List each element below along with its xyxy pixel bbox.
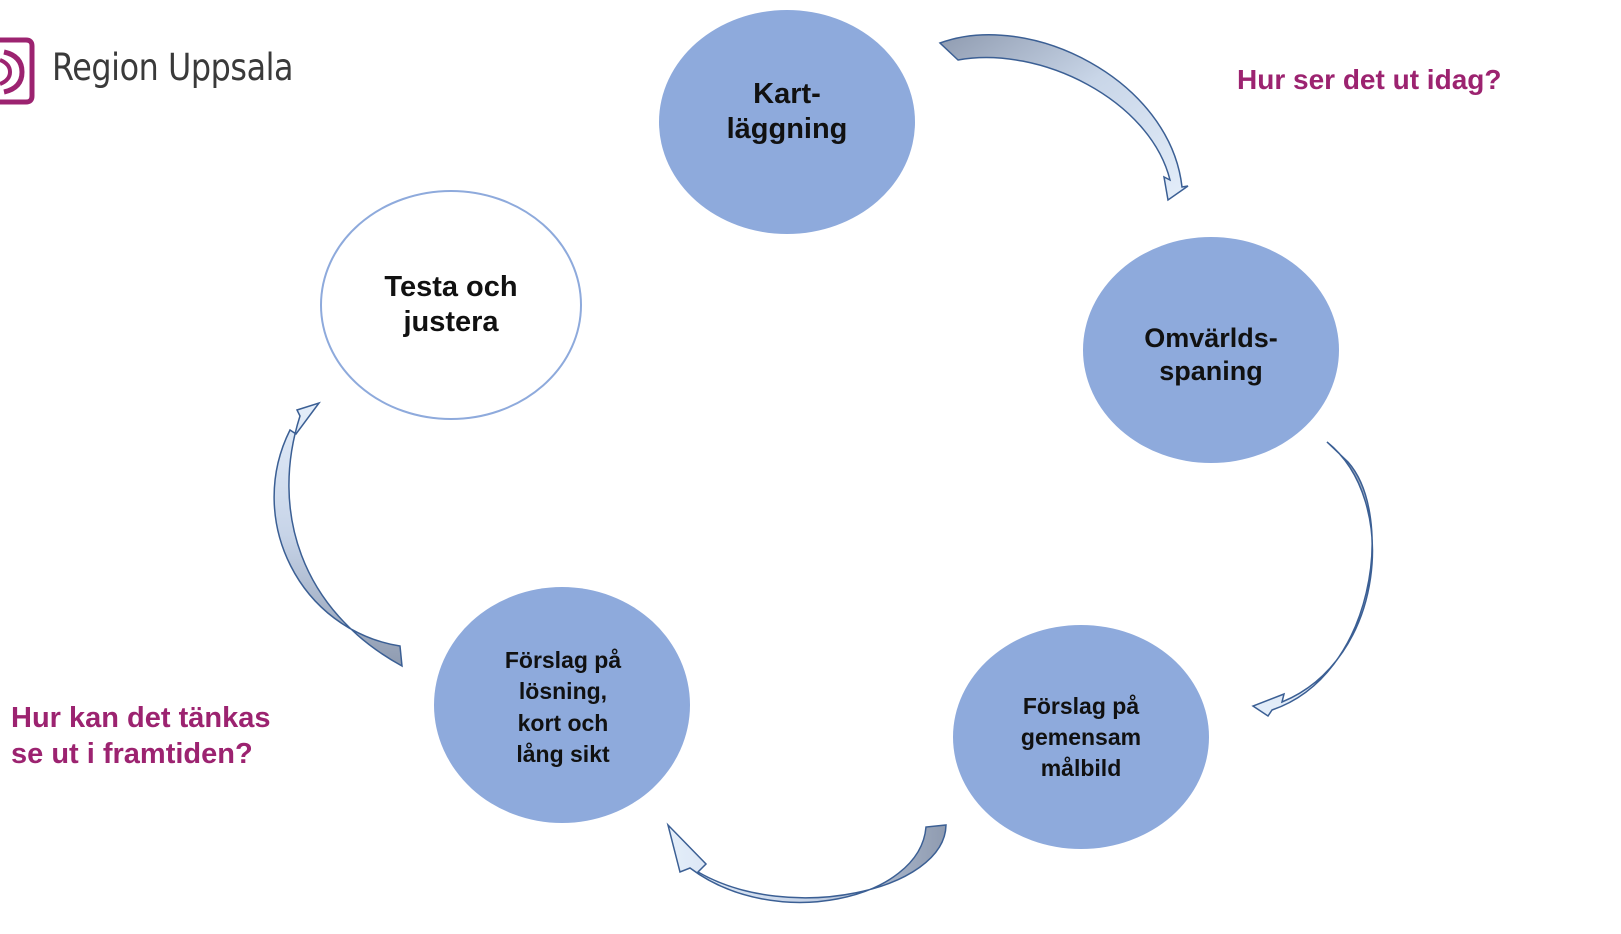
question-future-line2: se ut i framtiden? — [11, 738, 253, 771]
node-losning-line1: Förslag på — [504, 646, 622, 673]
node-losning — [434, 587, 690, 823]
arrow-kartlaggning-to-omvarldsspaning — [938, 34, 1189, 202]
node-omvarldsspaning-line1: Omvärlds- — [1144, 323, 1278, 354]
node-malbild — [953, 625, 1209, 849]
arrow-omvarldsspaning-to-malbild — [1251, 441, 1374, 718]
question-today: Hur ser det ut idag? — [1237, 64, 1502, 95]
node-kartlaggning-line1: Kart- — [753, 77, 821, 110]
arrow-malbild-to-losning — [666, 822, 947, 904]
node-testa-label: Testa och justera — [341, 255, 561, 355]
node-testa-line2: justera — [403, 306, 499, 338]
question-future-line1: Hur kan det tänkas — [11, 702, 271, 734]
node-malbild-line3: målbild — [1040, 755, 1122, 782]
node-kartlaggning — [659, 10, 915, 234]
node-losning-label: Förslag på lösning, kort och lång sikt — [473, 640, 653, 775]
node-malbild-label: Förslag på gemensam målbild — [991, 680, 1171, 795]
node-testa — [320, 190, 582, 420]
node-omvarldsspaning-label: Omvärlds- spaning — [1111, 305, 1311, 405]
node-omvarldsspaning — [1083, 237, 1339, 463]
question-future: Hur kan det tänkas se ut i framtiden? — [11, 700, 270, 773]
node-omvarldsspaning-line2: spaning — [1159, 356, 1263, 386]
region-uppsala-logo-mark — [0, 37, 35, 105]
arrow-losning-to-testa — [273, 401, 403, 668]
node-kartlaggning-line2: läggning — [726, 113, 848, 145]
node-malbild-line2: gemensam — [1020, 723, 1142, 750]
node-losning-line4: lång sikt — [516, 740, 610, 767]
node-testa-line1: Testa och — [384, 270, 518, 303]
node-losning-line3: kort och — [517, 709, 609, 736]
node-losning-line2: lösning, — [518, 678, 608, 705]
node-kartlaggning-label: Kart- läggning — [687, 62, 887, 162]
logo-brand-text: Region Uppsala — [52, 46, 294, 89]
node-malbild-line1: Förslag på — [1022, 692, 1140, 719]
